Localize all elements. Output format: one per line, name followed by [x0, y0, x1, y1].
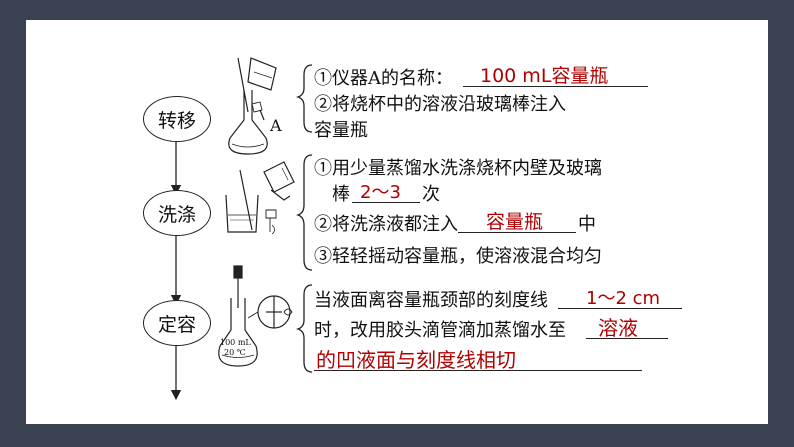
wash-answer-1: 2～3: [360, 182, 401, 203]
constant-volume-blank-2b: [314, 370, 642, 371]
wash-line-3-suffix: 中: [578, 214, 596, 235]
constant-volume-answer-2b: 的凹液面与刻度线相切: [316, 348, 516, 372]
constant-volume-blank-2a: [586, 338, 668, 339]
flask-volume-label: 100 mL: [220, 338, 251, 347]
brace-wash: [295, 154, 313, 271]
transfer-line-2: ②将烧杯中的溶液沿玻璃棒注入: [314, 94, 566, 115]
transfer-line-3: 容量瓶: [314, 120, 368, 141]
constant-volume-answer-1: 1～2 cm: [586, 288, 661, 309]
wash-apparatus: [225, 161, 295, 235]
step-transfer: 转移: [143, 96, 211, 142]
transfer-apparatus: [228, 57, 277, 155]
flask-temperature-label: 20 ℃: [224, 348, 246, 357]
constant-volume-line-1: 当液面离容量瓶颈部的刻度线: [314, 290, 548, 311]
wash-blank-2: [458, 232, 576, 233]
constant-volume-line-2: 时，改用胶头滴管滴加蒸馏水至: [314, 320, 566, 341]
diagram-graphics: [170, 57, 313, 401]
wash-line-2-prefix: 棒: [332, 184, 350, 205]
step-wash: 洗涤: [143, 190, 211, 236]
constant-volume-apparatus: [218, 265, 293, 367]
transfer-blank-1: [463, 86, 648, 87]
constant-volume-blank-1: [558, 308, 682, 309]
brace-constant-volume: [295, 284, 313, 373]
wash-line-2-suffix: 次: [422, 184, 440, 205]
transfer-answer-1: 100 mL容量瓶: [480, 65, 609, 87]
wash-line-4: ③轻轻摇动容量瓶，使溶液混合均匀: [314, 246, 602, 267]
wash-line-3-prefix: ②将洗涤液都注入: [314, 214, 458, 235]
wash-blank-1: [352, 202, 420, 203]
figure-label-a: A: [270, 116, 282, 135]
transfer-line-1: ①仪器A的名称：: [314, 68, 453, 89]
wash-answer-2: 容量瓶: [486, 211, 544, 233]
slide-canvas: 转移 洗涤 定容 A 100 mL 20 ℃ ①仪器A的名称： 100 mL容量…: [26, 20, 768, 424]
wash-line-1: ①用少量蒸馏水洗涤烧杯内壁及玻璃: [314, 158, 602, 179]
brace-transfer: [295, 64, 313, 133]
step-constant-volume: 定容: [143, 300, 211, 346]
constant-volume-answer-2a: 溶液: [598, 316, 638, 340]
